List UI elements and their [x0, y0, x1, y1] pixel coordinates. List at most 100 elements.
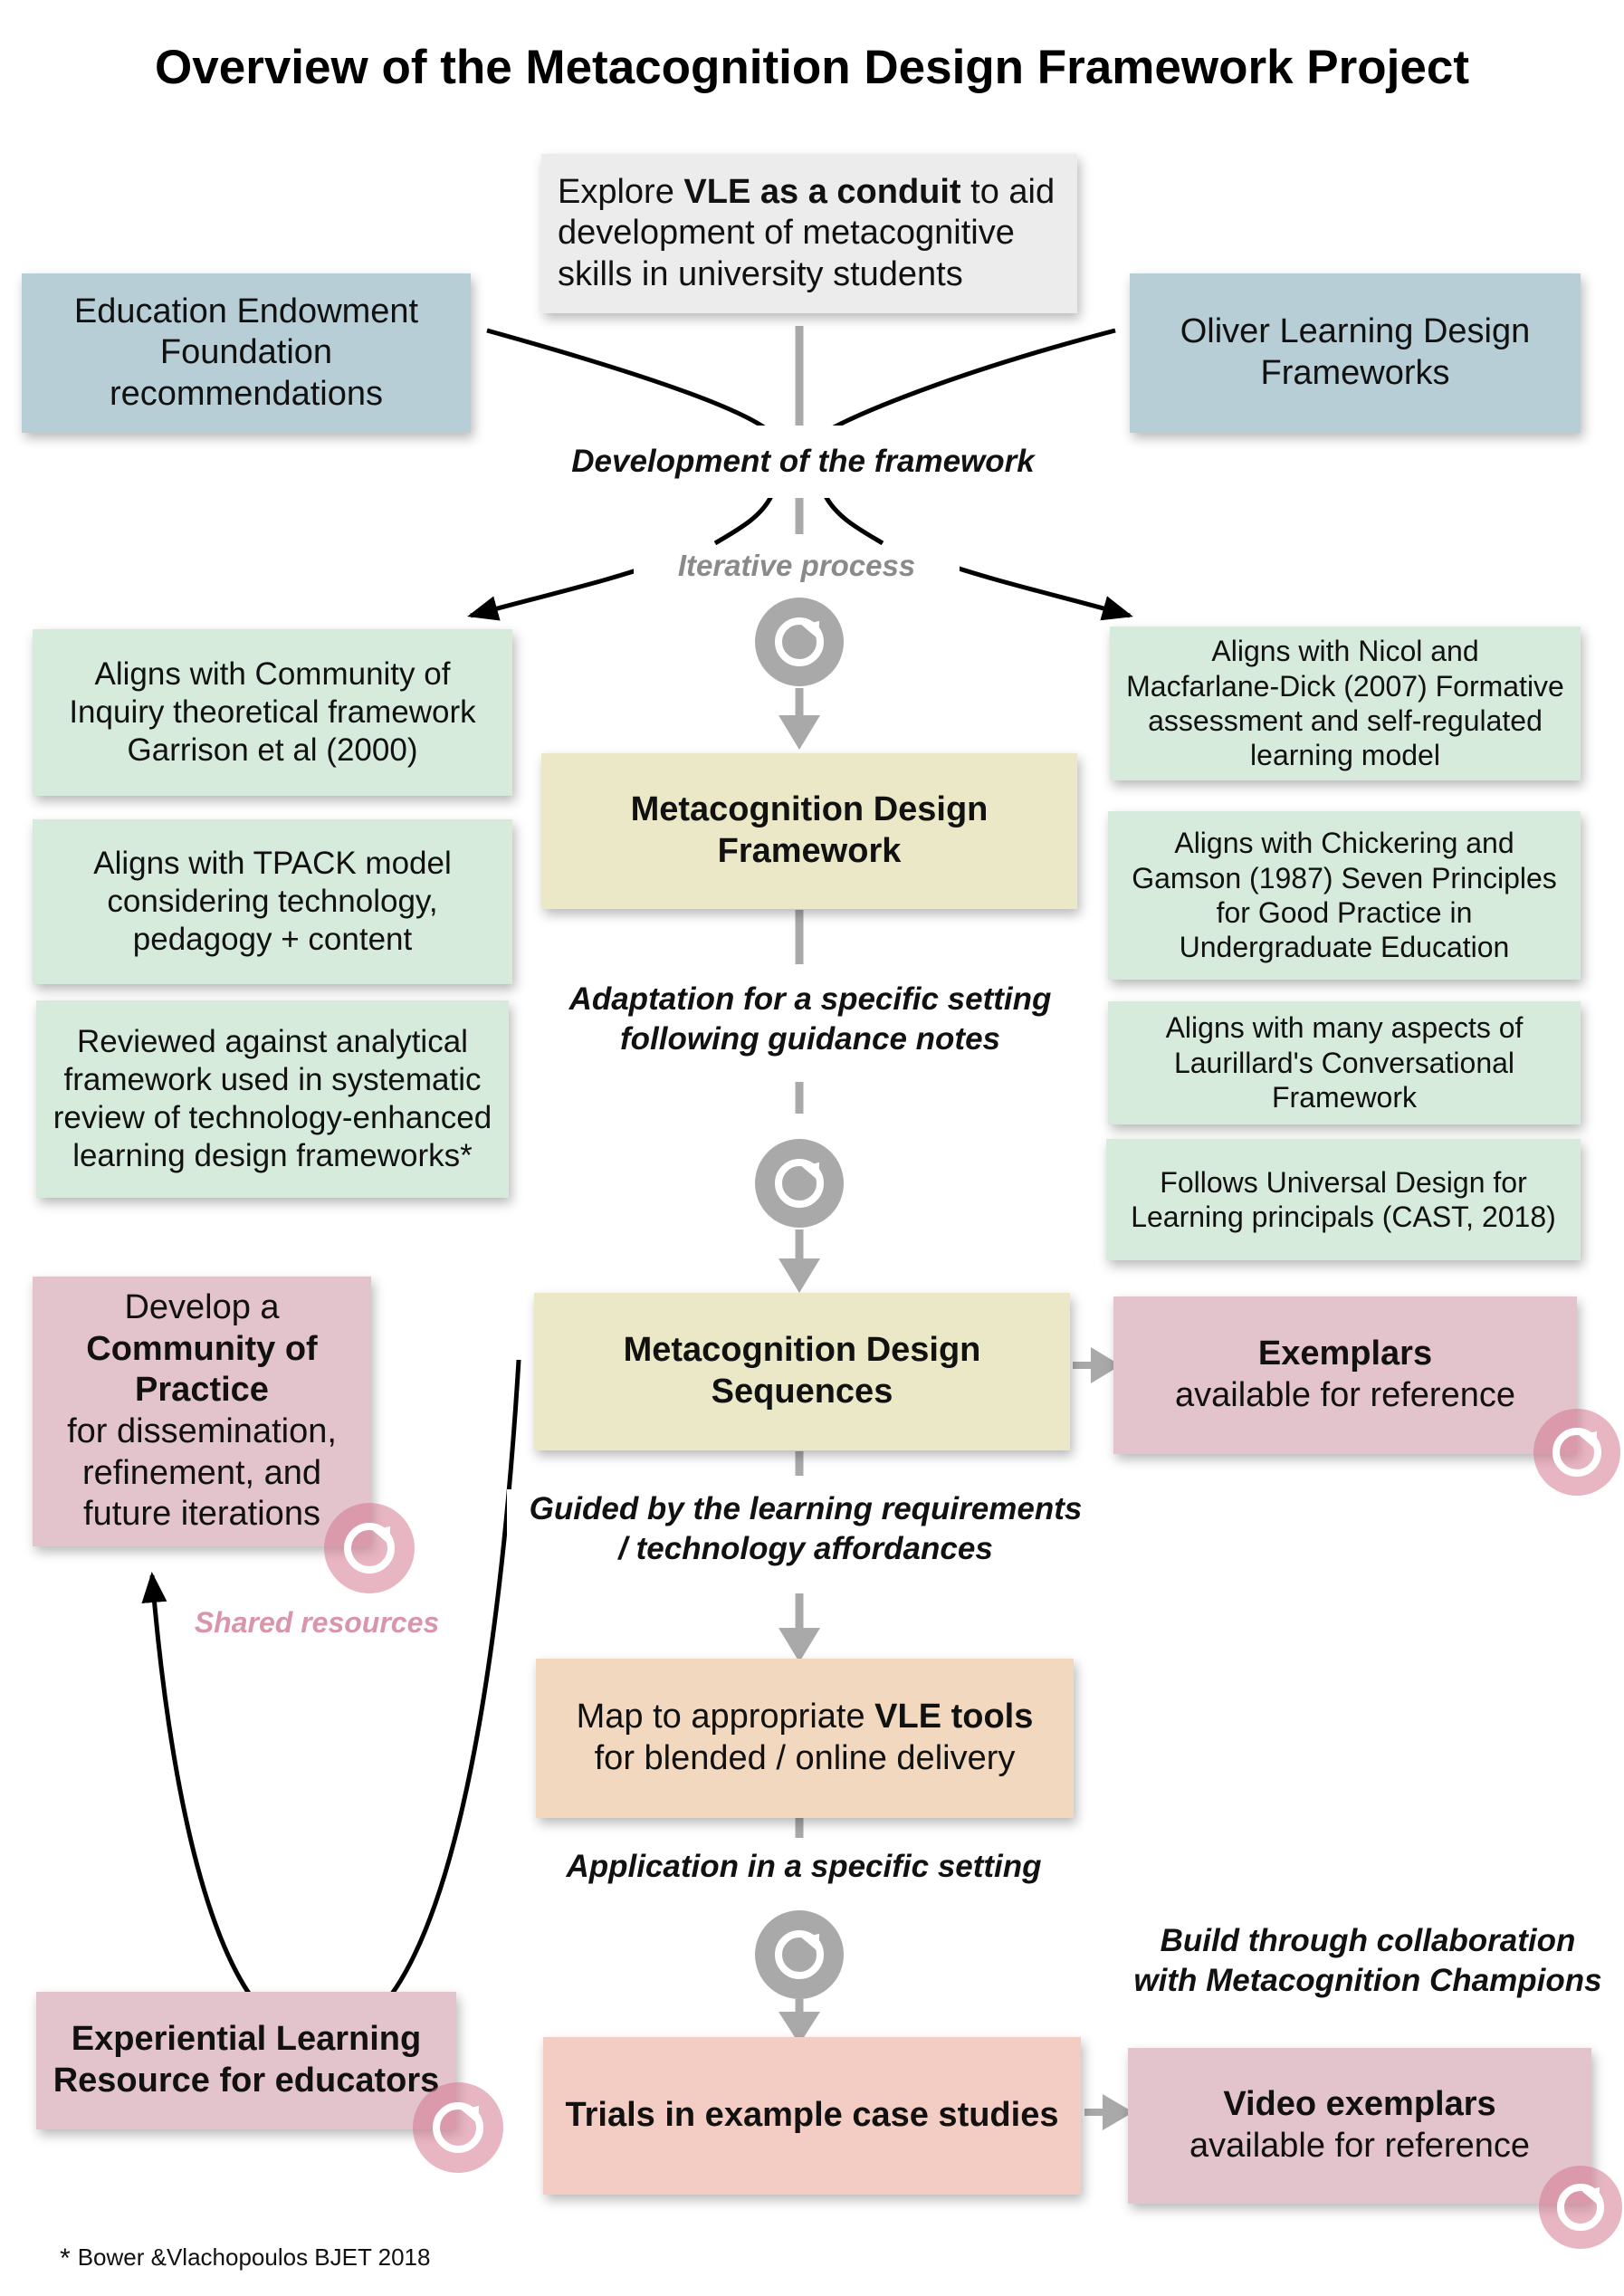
mdf-line-2: Framework — [717, 832, 902, 870]
community-line-1: Develop a — [124, 1288, 280, 1327]
laurillard-alignment-box: Aligns with many aspects of Laurillard's… — [1108, 1001, 1581, 1124]
mdf-line-1: Metacognition Design — [630, 790, 989, 829]
community-rest-3: future iterations — [83, 1495, 320, 1534]
eef-line-1: Education Endowment — [73, 292, 419, 330]
explore-vle-box: Explore VLE as a conduit to aid developm… — [541, 154, 1077, 313]
development-label: Development of the framework — [518, 426, 1088, 498]
eef-line-2: Foundation — [159, 333, 333, 372]
guided-label: Guided by the learning requirements / te… — [507, 1489, 1104, 1569]
udl-line-2: Learning principals (CAST, 2018) — [1131, 1201, 1556, 1233]
curve-out-left — [713, 494, 774, 546]
explore-post: to aid development of metacognitive skil… — [558, 172, 1056, 293]
map-bold: VLE tools — [874, 1698, 1034, 1736]
shared-resources-label: Shared resources — [194, 1606, 440, 1639]
oliver-line-2: Frameworks — [1260, 354, 1450, 392]
chickering-line-3: for Good Practice in — [1216, 896, 1473, 929]
reviewed-framework-box: Reviewed against analytical framework us… — [36, 1000, 509, 1198]
experiential-learning-resource-box: Experiential Learning Resource for educa… — [36, 1992, 456, 2129]
adaptation-line-1: Adaptation for a specific setting — [568, 981, 1052, 1017]
mds-line-2: Sequences — [711, 1373, 893, 1411]
nicol-line-3: assessment and self-regulated — [1148, 704, 1543, 737]
map-vle-tools-box: Map to appropriate VLE tools for blended… — [536, 1659, 1074, 1818]
guided-line-1: Guided by the learning requirements — [529, 1491, 1083, 1526]
metacognition-design-sequences-box: Metacognition Design Sequences — [534, 1293, 1070, 1450]
nicol-line-4: learning model — [1250, 739, 1440, 772]
cycle-icon — [1533, 1409, 1620, 1496]
footnote: *Bower &Vlachopoulos BJET 2018 — [60, 2243, 430, 2274]
laurillard-line-2: Laurillard's Conversational — [1173, 1046, 1515, 1079]
explore-bold: VLE as a conduit — [683, 172, 961, 211]
nicol-alignment-box: Aligns with Nicol and Macfarlane-Dick (2… — [1110, 627, 1581, 780]
tpack-line-2: considering technology, — [107, 884, 438, 919]
community-bold-2: Practice — [135, 1371, 269, 1410]
exemplars-bold: Exemplars — [1257, 1335, 1433, 1373]
reviewed-line-1: Reviewed against analytical — [77, 1024, 468, 1059]
reviewed-line-2: framework used in systematic — [63, 1062, 482, 1097]
curve-from-eef — [486, 328, 773, 435]
tpack-line-1: Aligns with TPACK model — [93, 846, 452, 881]
build-line-2: with Metacognition Champions — [1133, 1962, 1602, 1998]
reviewed-line-3: review of technology-enhanced — [53, 1100, 492, 1135]
community-bold-1: Community of — [86, 1329, 318, 1368]
cycle-icon — [1539, 2166, 1622, 2249]
footnote-star: * — [60, 2243, 71, 2273]
map-pre: Map to appropriate — [576, 1698, 875, 1736]
spine-arrowhead-1 — [779, 715, 820, 750]
exemplars-arrowhead — [1091, 1347, 1121, 1383]
spine-arrowhead-2 — [779, 1258, 820, 1293]
experiential-line-2: Resource for educators — [53, 2062, 440, 2100]
cycle-icon — [755, 598, 844, 686]
tpack-line-3: pedagogy + content — [132, 922, 413, 957]
application-label: Application in a specific setting — [532, 1847, 1075, 1887]
build-collaboration-label: Build through collaboration with Metacog… — [1112, 1921, 1624, 2001]
adaptation-label: Adaptation for a specific setting follow… — [530, 980, 1091, 1059]
udl-line-1: Follows Universal Design for — [1160, 1165, 1527, 1199]
cycle-icon — [755, 1910, 844, 1999]
map-line-2: for blended / online delivery — [594, 1739, 1016, 1777]
trials-text: Trials in example case studies — [565, 2096, 1059, 2135]
nicol-line-1: Aligns with Nicol and — [1211, 635, 1479, 668]
chickering-line-2: Gamson (1987) Seven Principles — [1132, 861, 1557, 894]
curve-out-right — [823, 494, 884, 546]
video-bold: Video exemplars — [1223, 2085, 1496, 2124]
eef-line-3: recommendations — [109, 374, 384, 413]
chickering-alignment-box: Aligns with Chickering and Gamson (1987)… — [1108, 811, 1581, 980]
exemplars-rest: available for reference — [1175, 1376, 1515, 1414]
spine-arrowhead-3 — [779, 1628, 820, 1662]
cycle-icon — [413, 2082, 503, 2173]
coi-line-3: Garrison et al (2000) — [127, 732, 418, 768]
exemplars-box: Exemplars available for reference — [1113, 1296, 1577, 1454]
page-title: Overview of the Metacognition Design Fra… — [155, 41, 1469, 94]
coi-alignment-box: Aligns with Community of Inquiry theoret… — [33, 629, 512, 796]
guided-line-2: / technology affordances — [618, 1530, 993, 1566]
reviewed-line-4: learning design frameworks* — [72, 1138, 473, 1173]
video-exemplars-box: Video exemplars available for reference — [1128, 2048, 1591, 2204]
community-of-practice-box: Develop a Community of Practice for diss… — [33, 1277, 371, 1546]
spine-arrowhead-4 — [779, 2012, 820, 2044]
experiential-line-1: Experiential Learning — [71, 2020, 422, 2059]
coi-line-1: Aligns with Community of — [94, 656, 451, 692]
oliver-line-1: Oliver Learning Design — [1180, 312, 1531, 351]
laurillard-line-1: Aligns with many aspects of — [1165, 1011, 1524, 1045]
metacognition-design-framework-box: Metacognition Design Framework — [541, 753, 1077, 909]
cycle-icon — [324, 1503, 415, 1593]
chickering-line-4: Undergraduate Education — [1179, 931, 1510, 964]
chickering-line-1: Aligns with Chickering and — [1174, 827, 1514, 860]
cycle-icon — [755, 1139, 844, 1228]
laurillard-line-3: Framework — [1271, 1081, 1417, 1115]
community-rest-1: for dissemination, — [67, 1412, 337, 1450]
iterative-process-label: Iterative process — [634, 547, 960, 585]
adaptation-line-2: following guidance notes — [620, 1020, 1000, 1057]
tpack-alignment-box: Aligns with TPACK model considering tech… — [33, 819, 512, 984]
udl-principles-box: Follows Universal Design for Learning pr… — [1106, 1139, 1581, 1260]
explore-pre: Explore — [558, 172, 684, 211]
coi-line-2: Inquiry theoretical framework — [69, 694, 476, 730]
oliver-frameworks-box: Oliver Learning Design Frameworks — [1130, 273, 1581, 433]
eef-recommendations-box: Education Endowment Foundation recommend… — [22, 273, 471, 433]
community-rest-2: refinement, and — [81, 1453, 322, 1492]
footnote-text: Bower &Vlachopoulos BJET 2018 — [77, 2243, 431, 2271]
video-arrowhead — [1103, 2094, 1133, 2130]
trials-case-studies-box: Trials in example case studies — [543, 2037, 1081, 2195]
video-rest: available for reference — [1189, 2127, 1530, 2165]
arrow-to-right-column — [931, 557, 1133, 621]
